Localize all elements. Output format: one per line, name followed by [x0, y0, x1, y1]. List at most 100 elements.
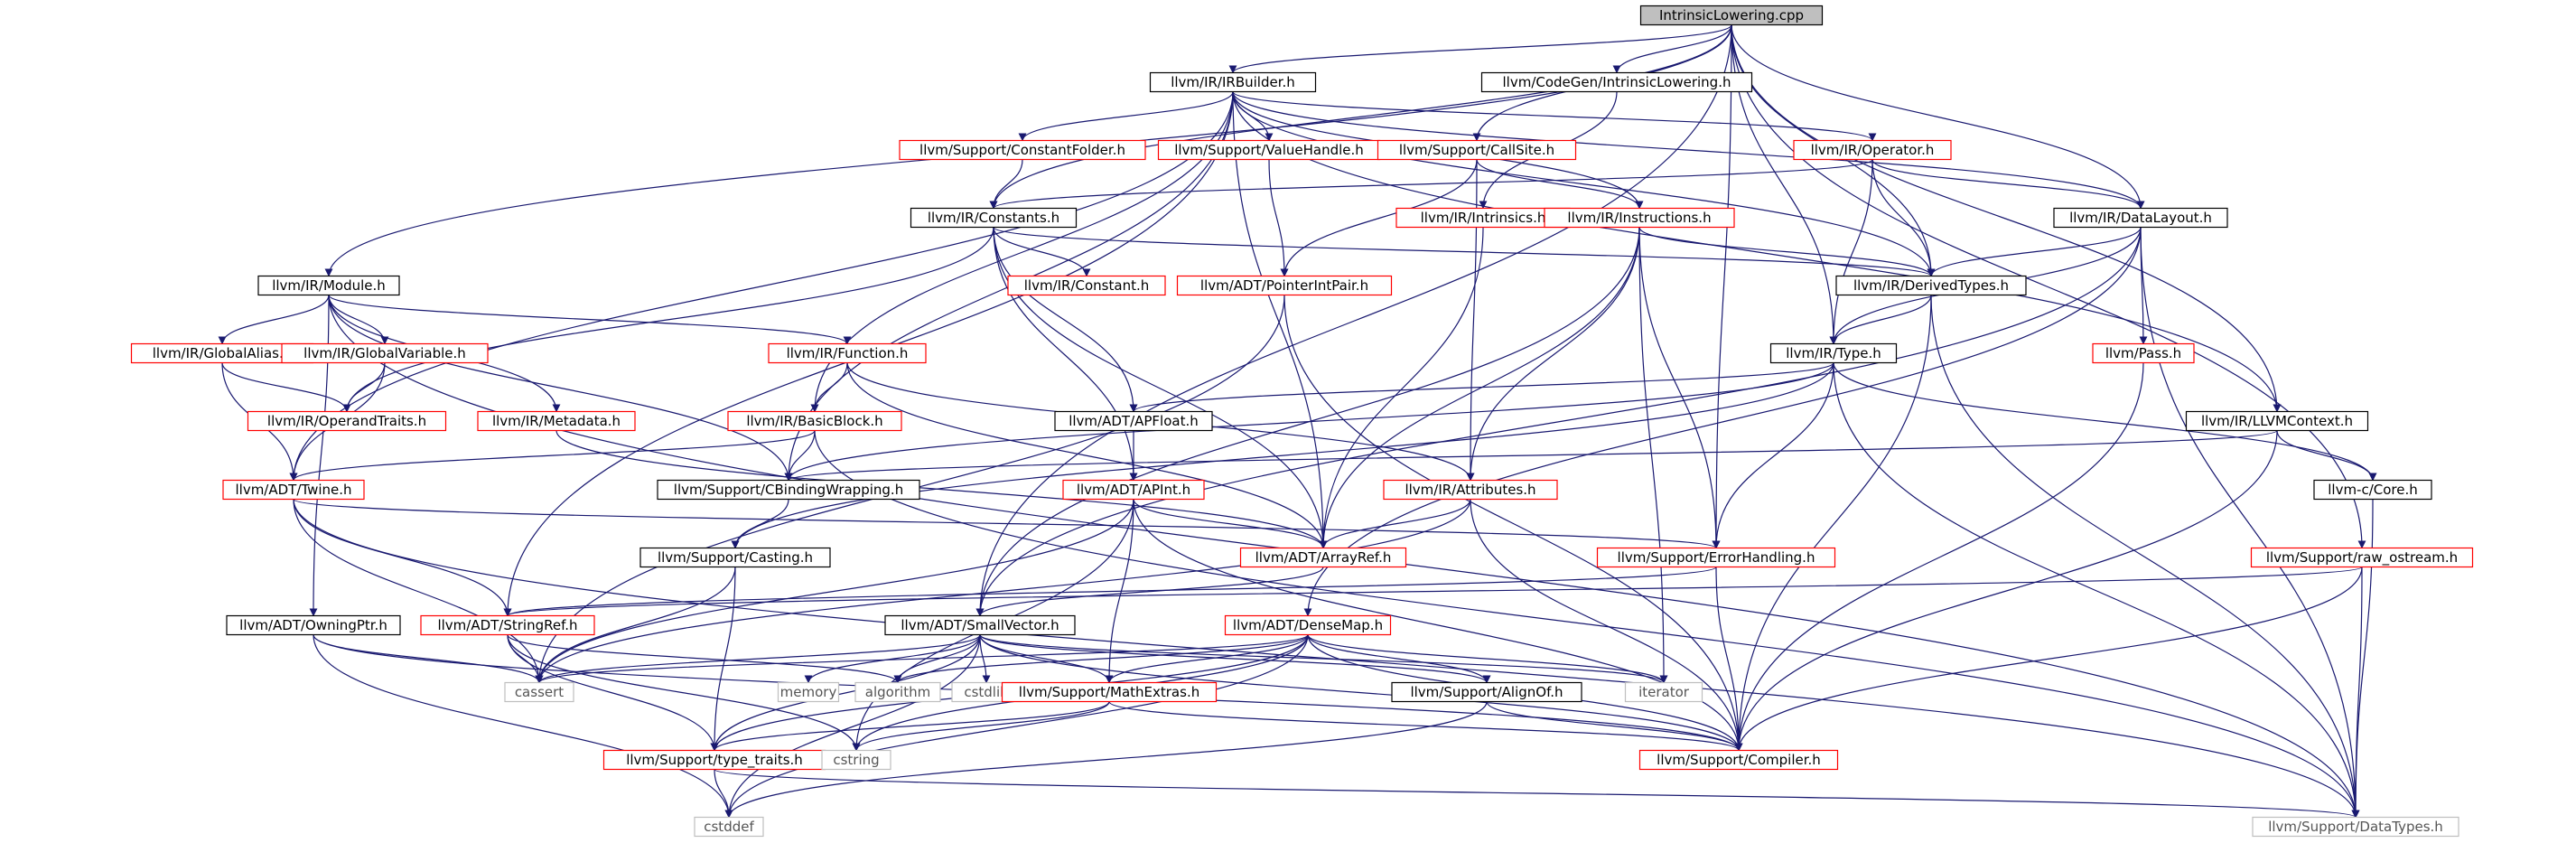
- node-arrayref[interactable]: llvm/ADT/ArrayRef.h: [1239, 547, 1407, 568]
- node-function[interactable]: llvm/IR/Function.h: [768, 342, 927, 364]
- edge-twine-to-datatypes: [293, 499, 2360, 819]
- node-densemap[interactable]: llvm/ADT/DenseMap.h: [1224, 614, 1392, 636]
- node-operandtraits[interactable]: llvm/IR/OperandTraits.h: [247, 410, 447, 432]
- node-box-datatypes: [2252, 816, 2459, 838]
- node-label-errorhandling: llvm/Support/ErrorHandling.h: [1618, 549, 1815, 566]
- node-box-errorhandling: [1596, 547, 1836, 568]
- edge-constants-to-constant: [993, 227, 1091, 277]
- node-label-datalayout: llvm/IR/DataLayout.h: [2069, 210, 2212, 226]
- node-metadata[interactable]: llvm/IR/Metadata.h: [477, 410, 636, 432]
- node-callsite[interactable]: llvm/Support/CallSite.h: [1377, 139, 1577, 161]
- node-instructions[interactable]: llvm/IR/Instructions.h: [1544, 207, 1735, 229]
- edge-irbuilder-to-basicblock: [810, 91, 1234, 413]
- edge-type-to-apfloat: [1129, 361, 1834, 413]
- edge-typetraits-to-datatypes: [714, 768, 2359, 819]
- edge-ccore-to-datatypes: [2351, 499, 2374, 819]
- node-label-constants: llvm/IR/Constants.h: [928, 210, 1059, 226]
- edge-irbuilder-to-constfolder: [1018, 91, 1234, 142]
- node-basicblock[interactable]: llvm/IR/BasicBlock.h: [727, 410, 902, 432]
- edge-constants-to-apint: [993, 227, 1138, 482]
- edge-densemap-to-cassert: [535, 633, 1309, 684]
- node-operator[interactable]: llvm/IR/Operator.h: [1793, 139, 1952, 161]
- edge-instructions-to-iterator: [1638, 227, 1668, 684]
- node-ccore[interactable]: llvm-c/Core.h: [2313, 479, 2432, 501]
- node-intrinsics[interactable]: llvm/IR/Intrinsics.h: [1395, 207, 1571, 229]
- edge-callsite-to-instructions: [1476, 159, 1644, 210]
- edge-root-to-irbuilder: [1228, 23, 1732, 74]
- node-constants[interactable]: llvm/IR/Constants.h: [910, 207, 1078, 229]
- node-constant[interactable]: llvm/IR/Constant.h: [1007, 275, 1166, 296]
- node-smallvector[interactable]: llvm/ADT/SmallVector.h: [884, 614, 1076, 636]
- node-label-cbinding: llvm/Support/CBindingWrapping.h: [674, 482, 903, 498]
- node-derivedtypes[interactable]: llvm/IR/DerivedTypes.h: [1835, 275, 2027, 296]
- node-valuehandle[interactable]: llvm/Support/ValueHandle.h: [1157, 139, 1381, 161]
- node-globalvariable[interactable]: llvm/IR/GlobalVariable.h: [281, 342, 489, 364]
- node-box-constfolder: [899, 139, 1146, 161]
- node-mathextras[interactable]: llvm/Support/MathExtras.h: [1001, 681, 1218, 703]
- node-label-constant: llvm/IR/Constant.h: [1024, 277, 1150, 294]
- node-alignof[interactable]: llvm/Support/AlignOf.h: [1391, 681, 1582, 703]
- edge-smallvector-to-memory: [804, 634, 981, 684]
- node-type[interactable]: llvm/IR/Type.h: [1769, 342, 1898, 364]
- edge-rawostream-to-datatypes: [2351, 567, 2363, 819]
- edge-type-to-cbinding: [784, 362, 1834, 482]
- node-datalayout[interactable]: llvm/IR/DataLayout.h: [2053, 207, 2228, 229]
- edge-module-to-owningptr: [309, 295, 330, 617]
- node-llvmcontext[interactable]: llvm/IR/LLVMContext.h: [2185, 410, 2369, 432]
- edge-irbuilder-to-operator: [1232, 90, 1877, 142]
- node-errorhandling[interactable]: llvm/Support/ErrorHandling.h: [1596, 547, 1836, 568]
- node-constfolder[interactable]: llvm/Support/ConstantFolder.h: [899, 139, 1146, 161]
- node-cgil[interactable]: llvm/CodeGen/IntrinsicLowering.h: [1480, 71, 1753, 93]
- node-label-iterator: iterator: [1638, 684, 1690, 700]
- node-cbinding[interactable]: llvm/Support/CBindingWrapping.h: [657, 479, 920, 501]
- node-box-constant: [1007, 275, 1166, 296]
- node-label-densemap: llvm/ADT/DenseMap.h: [1233, 617, 1383, 633]
- node-label-pointerintpair: llvm/ADT/PointerIntPair.h: [1200, 277, 1368, 294]
- edge-basicblock-to-datatypes: [814, 430, 2360, 819]
- node-label-cstdlib: cstdlib: [964, 684, 1008, 700]
- node-irbuilder[interactable]: llvm/IR/IRBuilder.h: [1149, 71, 1317, 93]
- edge-globalvariable-to-operandtraits: [342, 362, 386, 413]
- node-apint[interactable]: llvm/ADT/APInt.h: [1062, 479, 1205, 501]
- node-pointerintpair[interactable]: llvm/ADT/PointerIntPair.h: [1176, 275, 1393, 296]
- node-label-operandtraits: llvm/IR/OperandTraits.h: [267, 413, 426, 429]
- edge-casting-to-typetraits: [710, 567, 736, 752]
- edge-pass-to-compiler: [1734, 362, 2144, 752]
- node-pass[interactable]: llvm/Pass.h: [2092, 342, 2195, 364]
- node-root[interactable]: IntrinsicLowering.cpp: [1639, 5, 1824, 26]
- node-stringref[interactable]: llvm/ADT/StringRef.h: [420, 614, 595, 636]
- node-owningptr[interactable]: llvm/ADT/OwningPtr.h: [226, 614, 401, 636]
- edge-derivedtypes-to-type: [1829, 295, 1932, 345]
- edge-type-to-errorhandling: [1712, 362, 1834, 549]
- node-box-apint: [1062, 479, 1205, 501]
- node-rawostream[interactable]: llvm/Support/raw_ostream.h: [2250, 547, 2474, 568]
- node-attributes[interactable]: llvm/IR/Attributes.h: [1383, 479, 1558, 501]
- node-box-constants: [910, 207, 1078, 229]
- node-casting[interactable]: llvm/Support/Casting.h: [639, 547, 831, 568]
- node-box-owningptr: [226, 614, 401, 636]
- node-box-function: [768, 342, 927, 364]
- edge-root-to-datalayout: [1731, 24, 2145, 210]
- node-globalalias[interactable]: llvm/IR/GlobalAlias.h: [130, 342, 314, 364]
- node-compiler[interactable]: llvm/Support/Compiler.h: [1638, 749, 1839, 771]
- node-box-attributes: [1383, 479, 1558, 501]
- node-label-stringref: llvm/ADT/StringRef.h: [437, 617, 577, 633]
- edge-root-to-constants: [989, 24, 1732, 210]
- node-module[interactable]: llvm/IR/Module.h: [257, 275, 400, 296]
- node-apfloat[interactable]: llvm/ADT/APFloat.h: [1054, 410, 1213, 432]
- nodes-layer: IntrinsicLowering.cpp llvm/IR/IRBuilder.h…: [130, 5, 2474, 838]
- node-box-mathextras: [1001, 681, 1218, 703]
- edge-function-to-basicblock: [810, 362, 848, 413]
- edge-attributes-to-compiler: [1470, 499, 1743, 752]
- node-box-cassert: [504, 681, 574, 703]
- node-box-pass: [2092, 342, 2195, 364]
- node-label-type: llvm/IR/Type.h: [1786, 345, 1881, 361]
- node-iterator: iterator: [1624, 681, 1703, 703]
- node-box-cstddef: [694, 816, 764, 838]
- node-typetraits[interactable]: llvm/Support/type_traits.h: [602, 749, 826, 771]
- node-label-cgil: llvm/CodeGen/IntrinsicLowering.h: [1503, 74, 1731, 90]
- edge-instructions-to-attributes: [1466, 227, 1640, 482]
- node-twine[interactable]: llvm/ADT/Twine.h: [222, 479, 365, 501]
- node-box-alignof: [1391, 681, 1582, 703]
- edge-module-to-globalvariable: [328, 295, 389, 345]
